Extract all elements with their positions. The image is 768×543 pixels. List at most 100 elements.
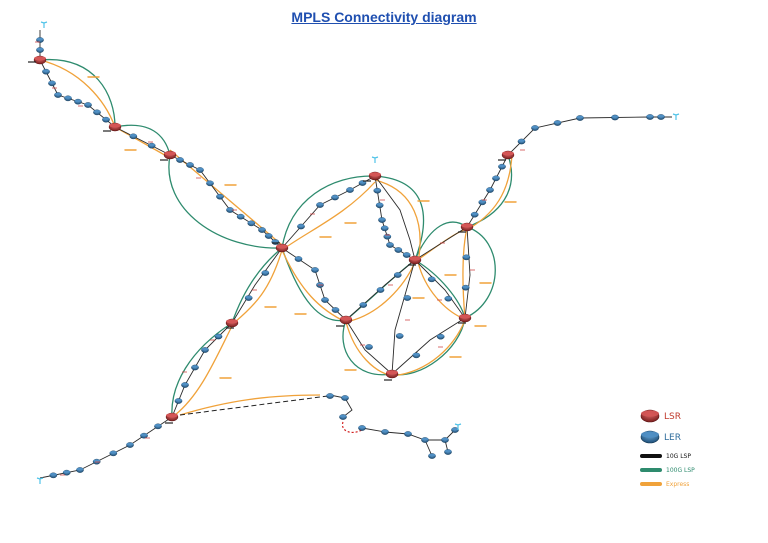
ler-router-icon bbox=[444, 449, 452, 455]
legend-lsr-icon bbox=[640, 409, 660, 423]
legend-ler-icon bbox=[640, 430, 660, 444]
lsr-router-icon bbox=[108, 122, 122, 132]
ler-router-icon bbox=[358, 180, 367, 186]
ler-router-icon bbox=[140, 432, 148, 439]
physical-link bbox=[374, 175, 416, 261]
ler-router-icon bbox=[553, 120, 562, 126]
ler-router-icon bbox=[444, 295, 453, 302]
ler-router-icon bbox=[236, 213, 245, 220]
ler-router-icon bbox=[76, 467, 84, 473]
express-curve bbox=[281, 249, 347, 323]
ler-router-icon bbox=[375, 202, 384, 209]
ler-router-icon bbox=[258, 227, 266, 233]
ler-router-icon bbox=[226, 207, 234, 213]
express-curve bbox=[345, 261, 416, 323]
physical-link bbox=[345, 259, 416, 321]
ler-router-icon bbox=[174, 398, 183, 404]
express-curve bbox=[391, 319, 466, 377]
express-curve bbox=[179, 394, 321, 416]
physical-link bbox=[39, 416, 173, 479]
ler-router-icon bbox=[196, 167, 204, 173]
ler-router-icon bbox=[421, 437, 429, 443]
express-curve bbox=[39, 59, 116, 128]
ler-router-icon bbox=[373, 187, 382, 194]
ler-router-icon bbox=[311, 267, 319, 273]
client-antenna-icon bbox=[371, 156, 379, 163]
lsp-100g-curve bbox=[171, 322, 233, 418]
ler-router-icon bbox=[316, 202, 324, 208]
ler-router-icon bbox=[109, 450, 118, 457]
lsp-100g-curve bbox=[168, 154, 283, 249]
ler-router-icon bbox=[102, 116, 110, 123]
ler-router-icon bbox=[326, 393, 334, 399]
ler-router-icon bbox=[365, 344, 373, 350]
ler-router-icon bbox=[470, 211, 479, 218]
ler-router-icon bbox=[517, 138, 526, 145]
ler-router-icon bbox=[531, 125, 539, 131]
ler-router-icon bbox=[498, 163, 506, 170]
ler-router-icon bbox=[176, 157, 184, 163]
ler-router-icon bbox=[129, 133, 138, 140]
lsr-router-icon bbox=[458, 313, 472, 323]
lsr-router-icon bbox=[163, 150, 177, 160]
ler-router-icon bbox=[36, 37, 44, 43]
ler-router-icon bbox=[486, 187, 494, 193]
physical-link bbox=[114, 126, 171, 156]
ler-router-icon bbox=[42, 68, 50, 75]
legend-10g-label: 10G LSP bbox=[666, 453, 691, 460]
lsr-router-icon bbox=[225, 318, 239, 328]
ler-router-icon bbox=[74, 98, 82, 105]
ler-router-icon bbox=[576, 115, 584, 121]
legend-lsr-label: LSR bbox=[664, 412, 681, 422]
lsr-router-icon bbox=[460, 222, 474, 232]
ler-router-icon bbox=[48, 80, 56, 87]
ler-router-icon bbox=[386, 242, 394, 248]
lsr-router-icon bbox=[408, 255, 422, 265]
physical-link bbox=[374, 175, 416, 261]
ler-router-icon bbox=[154, 423, 162, 430]
ler-router-icon bbox=[403, 295, 412, 301]
express-curve bbox=[417, 261, 463, 319]
ler-router-icon bbox=[358, 425, 366, 431]
ler-router-icon bbox=[186, 162, 194, 168]
ler-router-icon bbox=[181, 382, 189, 388]
lsr-router-icon bbox=[501, 150, 515, 160]
ler-router-icon bbox=[341, 395, 349, 401]
ler-router-icon bbox=[126, 442, 134, 448]
lsr-router-icon bbox=[275, 243, 289, 253]
ler-router-icon bbox=[359, 302, 368, 308]
ler-router-icon bbox=[271, 239, 280, 245]
ler-router-icon bbox=[478, 199, 487, 206]
ler-router-icon bbox=[646, 114, 654, 120]
ler-router-icon bbox=[36, 47, 44, 53]
ler-router-icon bbox=[147, 142, 156, 149]
lsp-100g-curve bbox=[281, 247, 347, 322]
ler-router-icon bbox=[339, 414, 347, 420]
ler-router-icon bbox=[201, 347, 209, 353]
ler-router-icon bbox=[393, 272, 402, 278]
ler-router-icon bbox=[657, 114, 665, 120]
express-curve bbox=[469, 154, 513, 229]
diagram-title: MPLS Connectivity diagram bbox=[291, 9, 477, 25]
client-antenna-icon bbox=[454, 423, 462, 430]
lsp-100g-curve bbox=[39, 59, 116, 128]
ler-router-icon bbox=[294, 256, 303, 262]
client-antenna-icon bbox=[36, 477, 44, 484]
ler-router-icon bbox=[462, 254, 471, 261]
lsp-curves bbox=[39, 59, 513, 418]
legend-ler-label: LER bbox=[664, 433, 681, 443]
network-nodes bbox=[33, 21, 680, 484]
physical-link bbox=[414, 259, 466, 319]
lsp-100g-curve bbox=[391, 317, 466, 376]
ler-router-icon bbox=[206, 180, 214, 187]
link-labels bbox=[28, 41, 525, 476]
ler-router-icon bbox=[331, 194, 339, 201]
ler-router-icon bbox=[376, 287, 385, 293]
lsr-router-icon bbox=[385, 369, 399, 379]
lsp-100g-curve bbox=[114, 124, 171, 156]
ler-router-icon bbox=[611, 114, 619, 121]
ler-router-icon bbox=[404, 431, 412, 437]
lsr-router-icon bbox=[33, 55, 47, 65]
